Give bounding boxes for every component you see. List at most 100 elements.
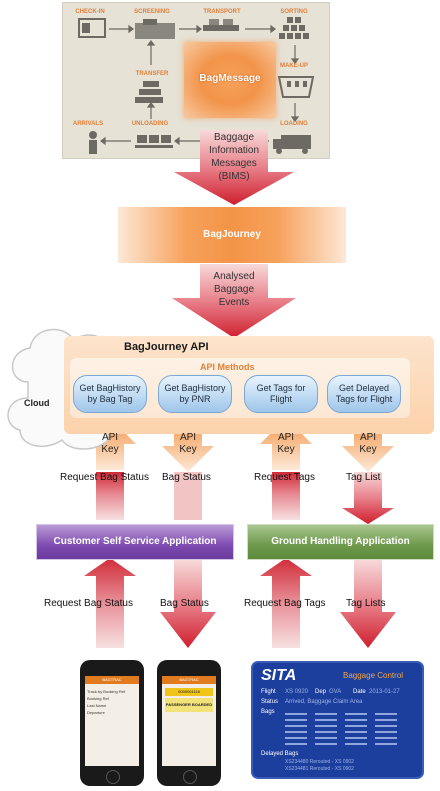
phone-track-bag: BAGTRAC Track by Booking Ref Booking Ref… [80, 660, 144, 786]
api-key-4-line-2: Key [359, 444, 377, 455]
flow-tag-list: Tag List [346, 472, 381, 483]
method-3-line-2: Flight [269, 394, 292, 404]
flow-request-bag-status: Request Bag Status [60, 472, 149, 483]
flow-bag-status: Bag Status [162, 472, 211, 483]
phone-1-row-4: Departure [87, 710, 105, 715]
screening-icon [135, 23, 175, 39]
method-4-line-2: Tags for Flight [335, 394, 393, 404]
bims-line-3: Messages [211, 158, 257, 169]
stage-screening: SCREENING [134, 9, 170, 15]
lower-request-arrow-3 [260, 558, 312, 648]
baggage-process-diagram: CHECK-IN SCREENING TRANSPORT SORTING TRA… [62, 2, 330, 159]
person-icon [89, 131, 97, 154]
sita-flight-value: XS 0920 [285, 689, 309, 695]
phone-2-tag: 0000001116 [165, 688, 213, 696]
method-4-line-1: Get Delayed [338, 383, 390, 393]
api-key-1-line-1: API [101, 432, 119, 443]
sita-baggage-control: SITA Baggage Control Flight XS 0920 Dep … [251, 661, 424, 779]
phone-2-header: BAGTRAC [162, 676, 216, 684]
sita-logo: SITA [261, 667, 297, 684]
sita-date-value: 2013-01-27 [369, 689, 400, 695]
api-title: BagJourney API [124, 341, 209, 353]
api-key-3-line-2: Key [277, 444, 295, 455]
sita-delayed-label: Delayed Bags [261, 751, 299, 757]
upper-response-arrow-2 [174, 472, 202, 520]
stage-transfer: TRANSFER [135, 71, 169, 77]
sita-title: Baggage Control [343, 671, 404, 680]
sita-status-label: Status [261, 699, 279, 705]
stage-arrivals: ARRIVALS [72, 121, 104, 127]
phone-2-banner: PASSENGER BOARDED [165, 698, 213, 712]
sita-status-value: Arrived, Baggage Claim Area [285, 699, 363, 705]
method-3-line-1: Get Tags for [256, 383, 306, 393]
process-icons [78, 17, 315, 154]
upper-request-arrow-3 [272, 472, 300, 520]
api-key-4-line-1: API [359, 432, 377, 443]
sita-dep-label: Dep [315, 689, 327, 695]
flow-request-tags: Request Tags [254, 472, 315, 483]
stage-transport: TRANSPORT [203, 9, 241, 15]
phone-2-home-button [183, 770, 197, 784]
stage-sorting: SORTING [280, 9, 308, 15]
phone-1-screen [85, 676, 139, 766]
analysed-line-2: Baggage [213, 284, 255, 295]
method-2-line-2: by PNR [179, 394, 211, 404]
sita-date-label: Date [353, 689, 366, 695]
phone-1-header: BAGTRAC [85, 676, 139, 684]
bagmessage-label: BagMessage [199, 73, 261, 84]
lower-request-arrow-1 [84, 558, 136, 648]
transport-icon [203, 19, 239, 31]
api-key-2-line-2: Key [179, 444, 197, 455]
lower-flow-request-bag-status: Request Bag Status [44, 598, 133, 609]
bagmessage-box: BagMessage [184, 42, 276, 118]
method-1-line-1: Get BagHistory [79, 383, 141, 393]
bims-line-1: Baggage [213, 132, 255, 143]
api-key-2-line-1: API [179, 432, 197, 443]
bims-line-2: Information [208, 145, 260, 156]
check-in-icon [78, 18, 106, 38]
ground-handling-application[interactable]: Ground Handling Application [247, 524, 434, 560]
sita-bags-label: Bags [261, 709, 275, 715]
analysed-events-label: Analysed Baggage Events [190, 270, 278, 309]
method-2-line-1: Get BagHistory [164, 383, 226, 393]
stage-loading: LOADING [280, 121, 308, 127]
make-up-icon [277, 76, 315, 98]
api-key-3-line-1: API [277, 432, 295, 443]
bims-label: Baggage Information Messages (BIMS) [190, 131, 278, 183]
phone-1-home-button [106, 770, 120, 784]
sita-delayed-2: XS234481 Rerouted - XS 0902 [285, 766, 354, 772]
api-key-1-line-2: Key [101, 444, 119, 455]
customer-self-service-application[interactable]: Customer Self Service Application [36, 524, 234, 560]
phone-1-row-3: Last Name [87, 703, 107, 708]
stage-unloading: UNLOADING [131, 121, 169, 127]
unloading-icon [135, 135, 173, 148]
bagjourney-box: BagJourney [118, 207, 346, 263]
sorting-icon [279, 17, 309, 39]
sita-delayed-1: XS234480 Rerouted - XS 0902 [285, 759, 354, 765]
lower-response-arrow-4 [340, 560, 396, 648]
phone-1-rows: Track by Booking Ref Booking Ref Last Na… [87, 688, 125, 716]
bims-line-4: (BIMS) [218, 171, 250, 182]
lower-flow-tag-lists: Tag Lists [346, 598, 386, 609]
transfer-icon [135, 81, 163, 103]
analysed-line-1: Analysed [213, 271, 255, 282]
cloud-label: Cloud [24, 398, 50, 408]
lower-flow-request-bag-tags: Request Bag Tags [244, 598, 326, 609]
analysed-line-3: Events [218, 297, 250, 308]
truck-icon [273, 135, 311, 154]
upper-response-arrow-4 [342, 472, 394, 524]
phone-2-header-text: BAGTRAC [179, 677, 199, 682]
api-methods-title: API Methods [200, 362, 255, 372]
stage-make-up: MAKE-UP [280, 63, 308, 69]
lower-flow-bag-status: Bag Status [160, 598, 209, 609]
bims-arrow [174, 130, 294, 205]
analysed-events-arrow [172, 264, 296, 338]
lower-response-arrow-2 [160, 560, 216, 648]
